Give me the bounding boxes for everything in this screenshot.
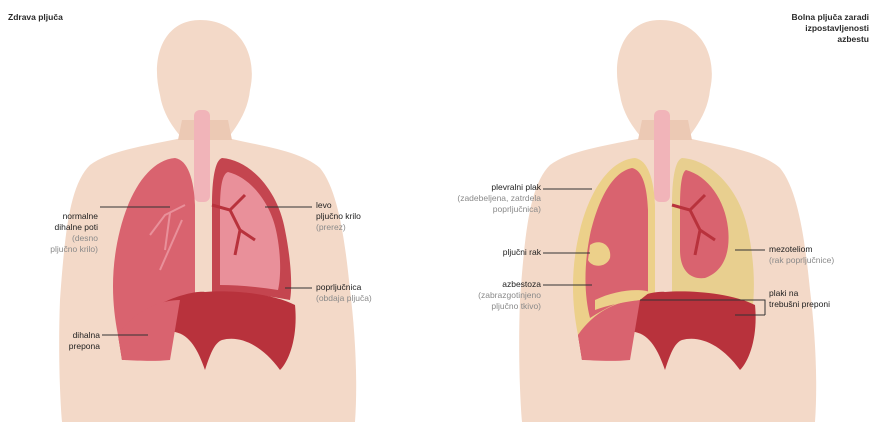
label-airways-main: normalne dihalne poti [55, 211, 98, 232]
label-pleura: poprljučnica (obdaja pljuča) [316, 282, 372, 304]
label-airways: normalne dihalne poti (desno pljučno kri… [8, 200, 98, 266]
label-pleura-sub: (obdaja pljuča) [316, 293, 372, 304]
right-trachea [654, 110, 670, 202]
label-diaphragm-plaques-main: plaki na trebušni preponi [769, 288, 830, 309]
left-title: Zdrava pljuča [8, 12, 63, 23]
label-plaque-sub: (zadebeljena, zatrdela poprljučnica) [405, 193, 541, 215]
left-trachea [194, 110, 210, 202]
label-cancer-main: pljučni rak [503, 247, 541, 257]
label-meso-sub: (rak poprljučnice) [769, 255, 834, 266]
label-pleura-main: poprljučnica [316, 282, 361, 292]
label-plaque: plevralni plak (zadebeljena, zatrdela po… [405, 182, 541, 215]
label-diaphragm-plaques: plaki na trebušni preponi [769, 288, 830, 310]
right-title: Bolna pljuča zaradi izpostavljenosti azb… [792, 12, 869, 45]
label-diaphragm: dihalna prepona [8, 330, 100, 352]
label-lobe: levo pljučno krilo (prerez) [316, 200, 361, 233]
label-asbestosis-main: azbestoza [502, 279, 541, 289]
label-asbestosis: azbestoza (zabrazgotinjeno pljučno tkivo… [405, 279, 541, 312]
label-meso: mezoteliom (rak poprljučnice) [769, 244, 834, 266]
label-plaque-main: plevralni plak [491, 182, 541, 192]
label-lobe-sub: (prerez) [316, 222, 361, 233]
label-cancer: pljučni rak [405, 247, 541, 258]
label-lobe-main: levo pljučno krilo [316, 200, 361, 221]
label-asbestosis-sub: (zabrazgotinjeno pljučno tkivo) [405, 290, 541, 312]
label-meso-main: mezoteliom [769, 244, 812, 254]
right-torso [519, 20, 816, 422]
label-airways-sub: (desno pljučno krilo) [8, 233, 98, 255]
left-torso [59, 20, 356, 422]
label-diaphragm-main: dihalna prepona [69, 330, 100, 351]
